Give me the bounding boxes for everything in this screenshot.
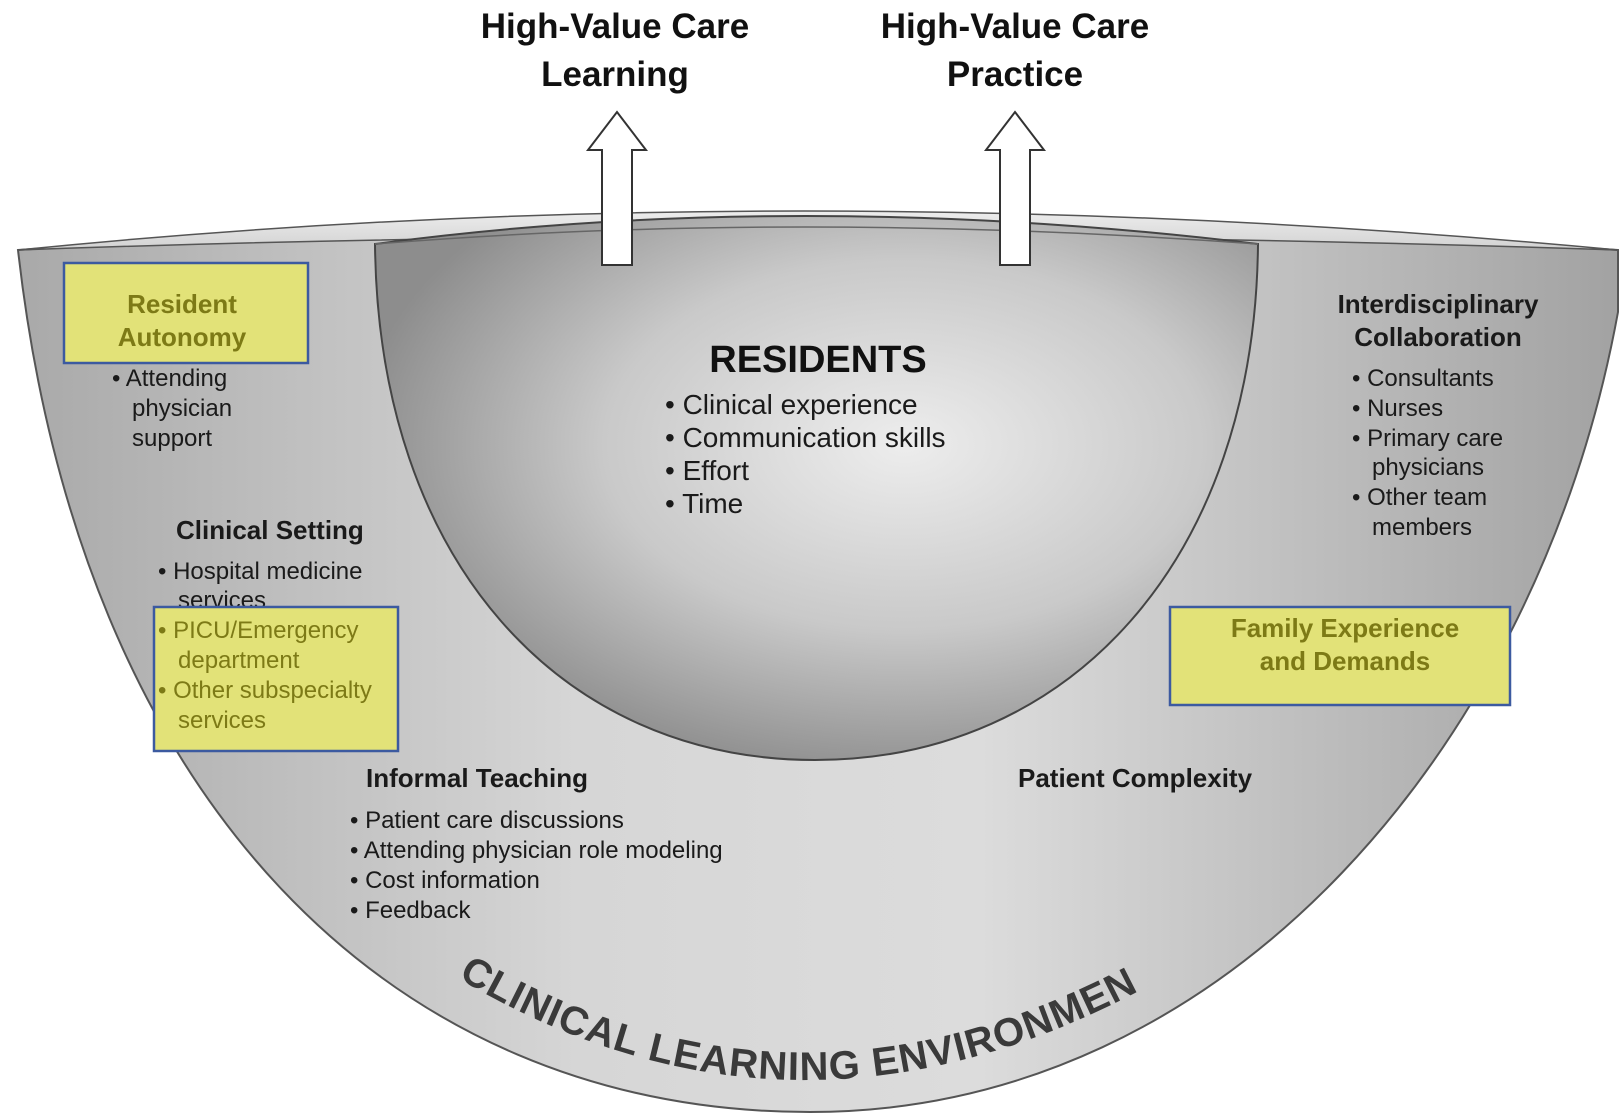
clinical-setting-highlight	[152, 605, 400, 753]
clinical-setting-hl-item: services	[178, 707, 266, 734]
informal-teaching-item: • Cost information	[350, 867, 540, 894]
resident-autonomy-item: physician	[132, 395, 232, 422]
family-title-line2: and Demands	[1260, 646, 1431, 676]
output-learning-line2: Learning	[541, 55, 689, 94]
resident-autonomy-highlight	[62, 261, 310, 365]
resident-autonomy-item: • Attending	[112, 365, 227, 392]
interdisciplinary-item: • Primary care	[1352, 425, 1503, 452]
arrow-up-practice-icon	[983, 110, 1047, 266]
inner-hemisphere	[373, 215, 1260, 762]
informal-teaching-item: • Feedback	[350, 897, 471, 924]
clinical-setting-hl-item: department	[178, 647, 300, 674]
clinical-setting-hl-item: • Other subspecialty	[158, 677, 372, 704]
informal-teaching-title: Informal Teaching	[366, 763, 588, 793]
residents-item: • Communication skills	[665, 422, 946, 453]
informal-teaching-item: • Attending physician role modeling	[350, 837, 723, 864]
family-title-line1: Family Experience	[1231, 613, 1459, 643]
residents-item: • Time	[665, 488, 743, 519]
patient-complexity-title: Patient Complexity	[1018, 763, 1253, 793]
resident-autonomy-item: support	[132, 425, 212, 452]
residents-item: • Clinical experience	[665, 389, 918, 420]
clinical-setting-title: Clinical Setting	[176, 515, 364, 545]
resident-autonomy-title-line1: Resident	[127, 289, 237, 319]
residents-item: • Effort	[665, 455, 749, 486]
interdisciplinary-item: physicians	[1372, 454, 1484, 481]
arrow-up-learning-icon	[585, 110, 649, 266]
clinical-setting-item: • Hospital medicine	[158, 558, 363, 585]
interdisciplinary-title-line2: Collaboration	[1354, 322, 1522, 352]
output-learning-line1: High-Value Care	[481, 7, 749, 46]
interdisciplinary-item: members	[1372, 514, 1472, 541]
output-practice-line1: High-Value Care	[881, 7, 1149, 46]
informal-teaching-item: • Patient care discussions	[350, 807, 624, 834]
resident-autonomy-title-line2: Autonomy	[118, 322, 247, 352]
residents-title: RESIDENTS	[709, 339, 926, 381]
clinical-setting-hl-item: • PICU/Emergency	[158, 617, 358, 644]
interdisciplinary-item: • Other team	[1352, 484, 1487, 511]
interdisciplinary-item: • Nurses	[1352, 395, 1443, 422]
inner-rim	[374, 226, 1259, 245]
interdisciplinary-item: • Consultants	[1352, 365, 1494, 392]
family-highlight	[1168, 605, 1512, 707]
output-practice-line2: Practice	[947, 55, 1083, 94]
interdisciplinary-title-line1: Interdisciplinary	[1338, 289, 1539, 319]
